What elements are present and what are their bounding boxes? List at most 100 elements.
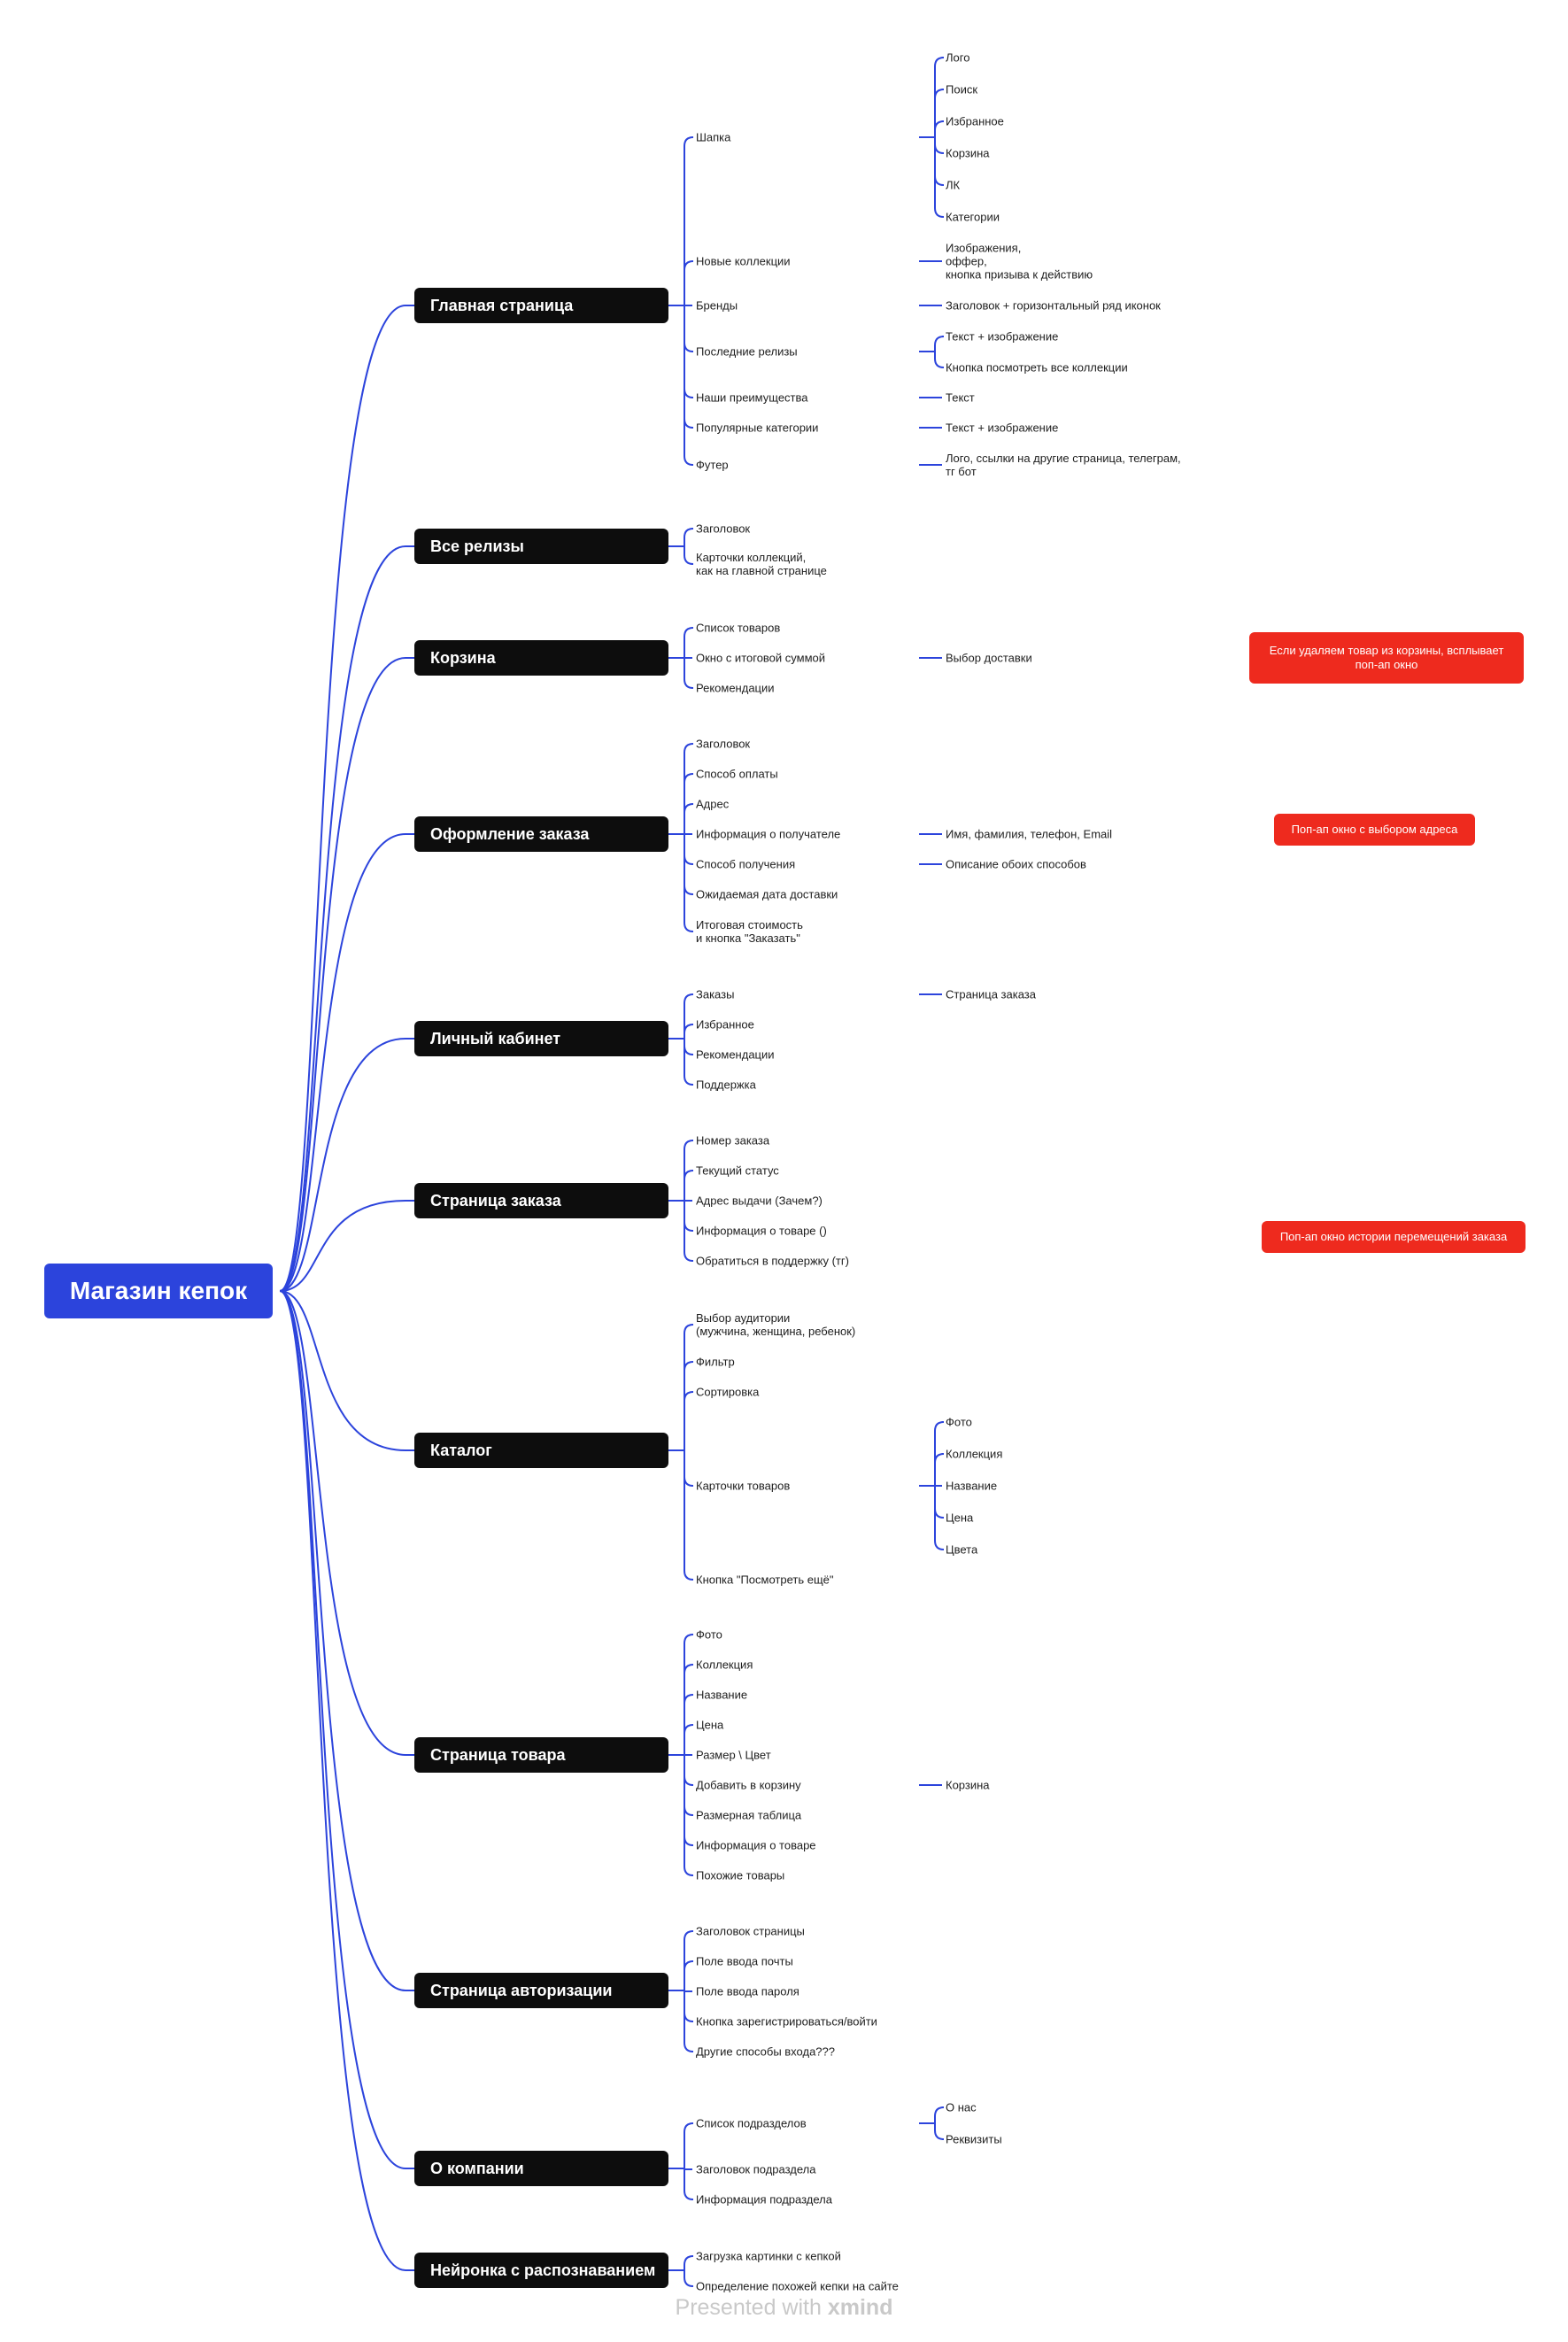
floating-note[interactable]: Если удаляем товар из корзины, всплывает… (1249, 632, 1524, 684)
subtopic[interactable]: Фильтр (696, 1355, 735, 1369)
subtopic[interactable]: Окно с итоговой суммой (696, 651, 826, 665)
detail-topic[interactable]: Корзина (946, 146, 990, 160)
subtopic[interactable]: Рекомендации (696, 681, 775, 695)
section-topic[interactable]: Страница авторизации (414, 1973, 668, 2008)
subtopic[interactable]: Обратиться в поддержку (тг) (696, 1254, 849, 1268)
detail-topic[interactable]: Выбор доставки (946, 651, 1032, 665)
subtopic[interactable]: Информация подраздела (696, 2192, 832, 2207)
subtopic[interactable]: Способ получения (696, 857, 796, 871)
subtopic[interactable]: Кнопка зарегистрироваться/войти (696, 2014, 877, 2029)
detail-topic[interactable]: Лого, ссылки на другие страница, телегра… (946, 452, 1181, 478)
detail-topic[interactable]: Избранное (946, 114, 1004, 128)
subtopic-connector (934, 57, 945, 137)
floating-note[interactable]: Поп-ап окно истории перемещений заказа (1262, 1221, 1526, 1253)
subtopic[interactable]: Название (696, 1688, 748, 1702)
subtopic[interactable]: Коллекция (696, 1658, 753, 1672)
subtopic[interactable]: Добавить в корзину (696, 1778, 801, 1792)
subtopic[interactable]: Адрес выдачи (Зачем?) (696, 1194, 823, 1208)
detail-topic[interactable]: Название (946, 1479, 998, 1493)
subtopic[interactable]: Информация о получателе (696, 827, 841, 841)
subtopic[interactable]: Ожидаемая дата доставки (696, 887, 838, 901)
section-topic[interactable]: Личный кабинет (414, 1021, 668, 1056)
subtopic[interactable]: Заказы (696, 987, 735, 1001)
subtopic[interactable]: Рекомендации (696, 1047, 775, 1062)
subtopic[interactable]: Заголовок (696, 737, 751, 751)
subtopic[interactable]: Карточки коллекций, как на главной стран… (696, 551, 827, 577)
subtopic[interactable]: Заголовок (696, 522, 751, 536)
section-topic[interactable]: Страница заказа (414, 1183, 668, 1218)
subtopic[interactable]: Выбор аудитории (мужчина, женщина, ребен… (696, 1311, 856, 1338)
detail-topic[interactable]: Страница заказа (946, 987, 1036, 1001)
section-topic[interactable]: О компании (414, 2151, 668, 2186)
root-connector (279, 545, 414, 1292)
subtopic[interactable]: Кнопка "Посмотреть ещё" (696, 1573, 834, 1587)
section-topic[interactable]: Каталог (414, 1433, 668, 1468)
section-topic[interactable]: Все релизы (414, 529, 668, 564)
subtopic[interactable]: Поле ввода пароля (696, 1984, 799, 1998)
section-topic[interactable]: Нейронка с распознаванием (414, 2253, 668, 2288)
detail-topic[interactable]: Заголовок + горизонтальный ряд иконок (946, 298, 1161, 313)
detail-topic[interactable]: Текст (946, 390, 975, 405)
detail-topic[interactable]: Коллекция (946, 1447, 1003, 1461)
section-connector (684, 834, 694, 865)
section-connector (684, 305, 694, 429)
section-topic[interactable]: Оформление заказа (414, 816, 668, 852)
detail-topic[interactable]: Текст + изображение (946, 421, 1059, 435)
subtopic[interactable]: Фото (696, 1627, 722, 1642)
subtopic[interactable]: Размерная таблица (696, 1808, 802, 1822)
detail-topic[interactable]: ЛК (946, 178, 961, 192)
floating-note[interactable]: Поп-ап окно с выбором адреса (1274, 814, 1475, 846)
subtopic-connector (934, 352, 945, 368)
subtopic[interactable]: Список товаров (696, 621, 781, 635)
subtopic[interactable]: Наши преимущества (696, 390, 808, 405)
subtopic[interactable]: Поле ввода почты (696, 1954, 793, 1968)
subtopic[interactable]: Избранное (696, 1017, 754, 1032)
subtopic[interactable]: Определение похожей кепки на сайте (696, 2279, 899, 2293)
section-topic[interactable]: Страница товара (414, 1737, 668, 1773)
detail-topic[interactable]: Кнопка посмотреть все коллекции (946, 360, 1128, 375)
subtopic[interactable]: Загрузка картинки с кепкой (696, 2249, 841, 2263)
detail-topic[interactable]: Описание обоих способов (946, 857, 1086, 871)
detail-topic[interactable]: Поиск (946, 82, 978, 97)
section-connector (684, 627, 694, 658)
footer-prefix: Presented with (675, 2295, 822, 2320)
detail-topic[interactable]: Имя, фамилия, телефон, Email (946, 827, 1113, 841)
subtopic[interactable]: Поддержка (696, 1078, 756, 1092)
subtopic[interactable]: Другие способы входа??? (696, 2044, 835, 2059)
detail-topic[interactable]: О нас (946, 2100, 977, 2114)
subtopic[interactable]: Информация о товаре () (696, 1224, 827, 1238)
subtopic[interactable]: Итоговая стоимость и кнопка "Заказать" (696, 918, 803, 945)
subtopic[interactable]: Последние релизы (696, 344, 798, 359)
subtopic[interactable]: Способ оплаты (696, 767, 778, 781)
root-topic[interactable]: Магазин кепок (44, 1264, 273, 1318)
detail-topic[interactable]: Цвета (946, 1542, 978, 1557)
subtopic[interactable]: Текущий статус (696, 1163, 779, 1178)
subtopic[interactable]: Карточки товаров (696, 1479, 791, 1493)
detail-topic[interactable]: Фото (946, 1415, 972, 1429)
detail-topic[interactable]: Категории (946, 210, 1000, 224)
subtopic[interactable]: Сортировка (696, 1385, 760, 1399)
subtopic[interactable]: Список подразделов (696, 2116, 807, 2130)
subtopic[interactable]: Информация о товаре (696, 1838, 816, 1852)
subtopic[interactable]: Цена (696, 1718, 724, 1732)
subtopic[interactable]: Похожие товары (696, 1868, 785, 1882)
subtopic[interactable]: Новые коллекции (696, 254, 791, 268)
subtopic[interactable]: Размер \ Цвет (696, 1748, 771, 1762)
subtopic[interactable]: Заголовок подраздела (696, 2162, 816, 2176)
detail-topic[interactable]: Корзина (946, 1778, 990, 1792)
subtopic[interactable]: Заголовок страницы (696, 1924, 805, 1938)
subtopic[interactable]: Адрес (696, 797, 730, 811)
detail-topic[interactable]: Цена (946, 1511, 974, 1525)
subtopic[interactable]: Шапка (696, 130, 731, 144)
detail-topic[interactable]: Лого (946, 50, 970, 65)
detail-topic[interactable]: Изображения, оффер, кнопка призыва к дей… (946, 241, 1093, 282)
detail-topic[interactable]: Текст + изображение (946, 329, 1059, 344)
section-topic[interactable]: Главная страница (414, 288, 668, 323)
subtopic[interactable]: Бренды (696, 298, 738, 313)
subtopic[interactable]: Футер (696, 458, 729, 472)
subtopic[interactable]: Номер заказа (696, 1133, 770, 1148)
section-topic[interactable]: Корзина (414, 640, 668, 676)
detail-topic[interactable]: Реквизиты (946, 2132, 1002, 2146)
subtopic[interactable]: Популярные категории (696, 421, 819, 435)
